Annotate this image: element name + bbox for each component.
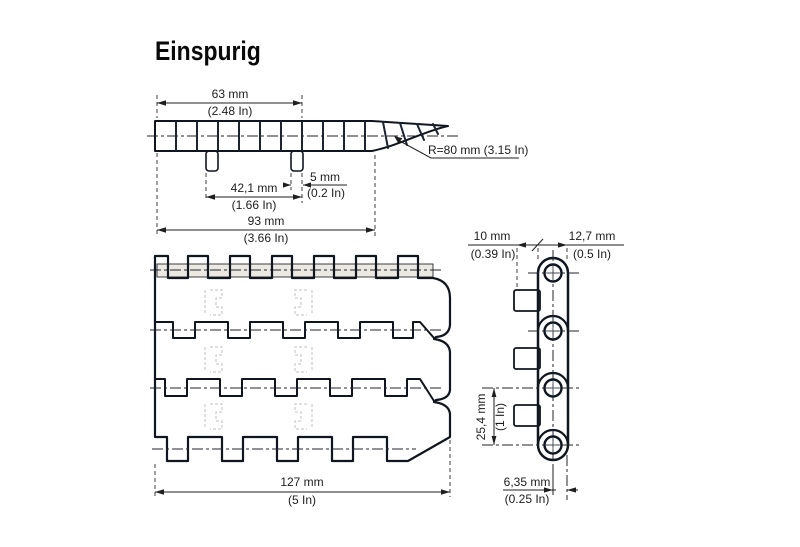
dim-12mm-label: 12,7 mm [569,229,616,243]
dim-127mm-label: 127 mm [280,475,323,489]
dim-10mm-label: 10 mm [474,229,511,243]
dim-42mm-inch-label: (1.66 In) [232,198,277,212]
dim-63mm-label: 63 mm [212,87,249,101]
chain-side-profile [154,120,449,152]
pin-holes [543,263,563,455]
dim-5mm-label: 5 mm [310,170,340,184]
extension-lines [156,95,376,236]
dimension-5mm: 5 mm (0.2 In) [283,170,347,200]
dim-6mm-label: 6,35 mm [504,475,551,489]
dimension-6mm: 6,35 mm (0.25 In) [503,475,578,506]
dimension-127mm: 127 mm (5 In) [155,475,450,507]
hidden-detail-marks [204,289,313,430]
dimension-93mm: 93 mm (3.66 In) [157,214,375,245]
dim-10mm-inch-label: (0.39 In) [471,247,516,261]
dimension-10mm-12mm: 10 mm (0.39 In) 12,7 mm (0.5 In) [468,229,624,261]
dim-42mm-label: 42,1 mm [231,181,278,195]
dimension-42mm: 42,1 mm (1.66 In) [206,181,302,212]
side-view-drawing: 63 mm (2.48 In) 42,1 mm (1.66 In) 5 mm (… [147,87,528,245]
dimension-63mm: 63 mm (2.48 In) [157,87,302,118]
page-title: Einspurig [155,36,261,66]
dim-93mm-inch-label: (3.66 In) [244,231,289,245]
top-view-drawing: 127 mm (5 In) [150,254,452,507]
radius-label: R=80 mm (3.15 In) [428,143,528,157]
dim-25mm-label: 25,4 mm [474,394,488,441]
dim-6mm-inch-label: (0.25 In) [505,492,550,506]
guide-tab [205,150,219,172]
hinge-lines [155,321,435,402]
end-view-drawing: 10 mm (0.39 In) 12,7 mm (0.5 In) 25,4 mm… [468,229,624,506]
link-divisions [175,121,439,151]
dim-127mm-inch-label: (5 In) [288,493,316,507]
dim-25mm-inch-label: (1 In) [493,403,507,431]
belt-top-silhouette [153,254,452,463]
hinge-center-lines [150,329,444,450]
dim-63mm-inch-label: (2.48 In) [208,104,253,118]
extension-lines [154,440,451,497]
dimension-25mm: 25,4 mm (1 In) [474,388,507,445]
guide-tabs [513,289,541,427]
dim-12mm-inch-label: (0.5 In) [573,247,611,261]
radius-callout: R=80 mm (3.15 In) [394,136,528,159]
dim-5mm-inch-label: (0.2 In) [307,186,345,200]
dim-93mm-label: 93 mm [248,214,285,228]
guide-tab [290,150,304,172]
